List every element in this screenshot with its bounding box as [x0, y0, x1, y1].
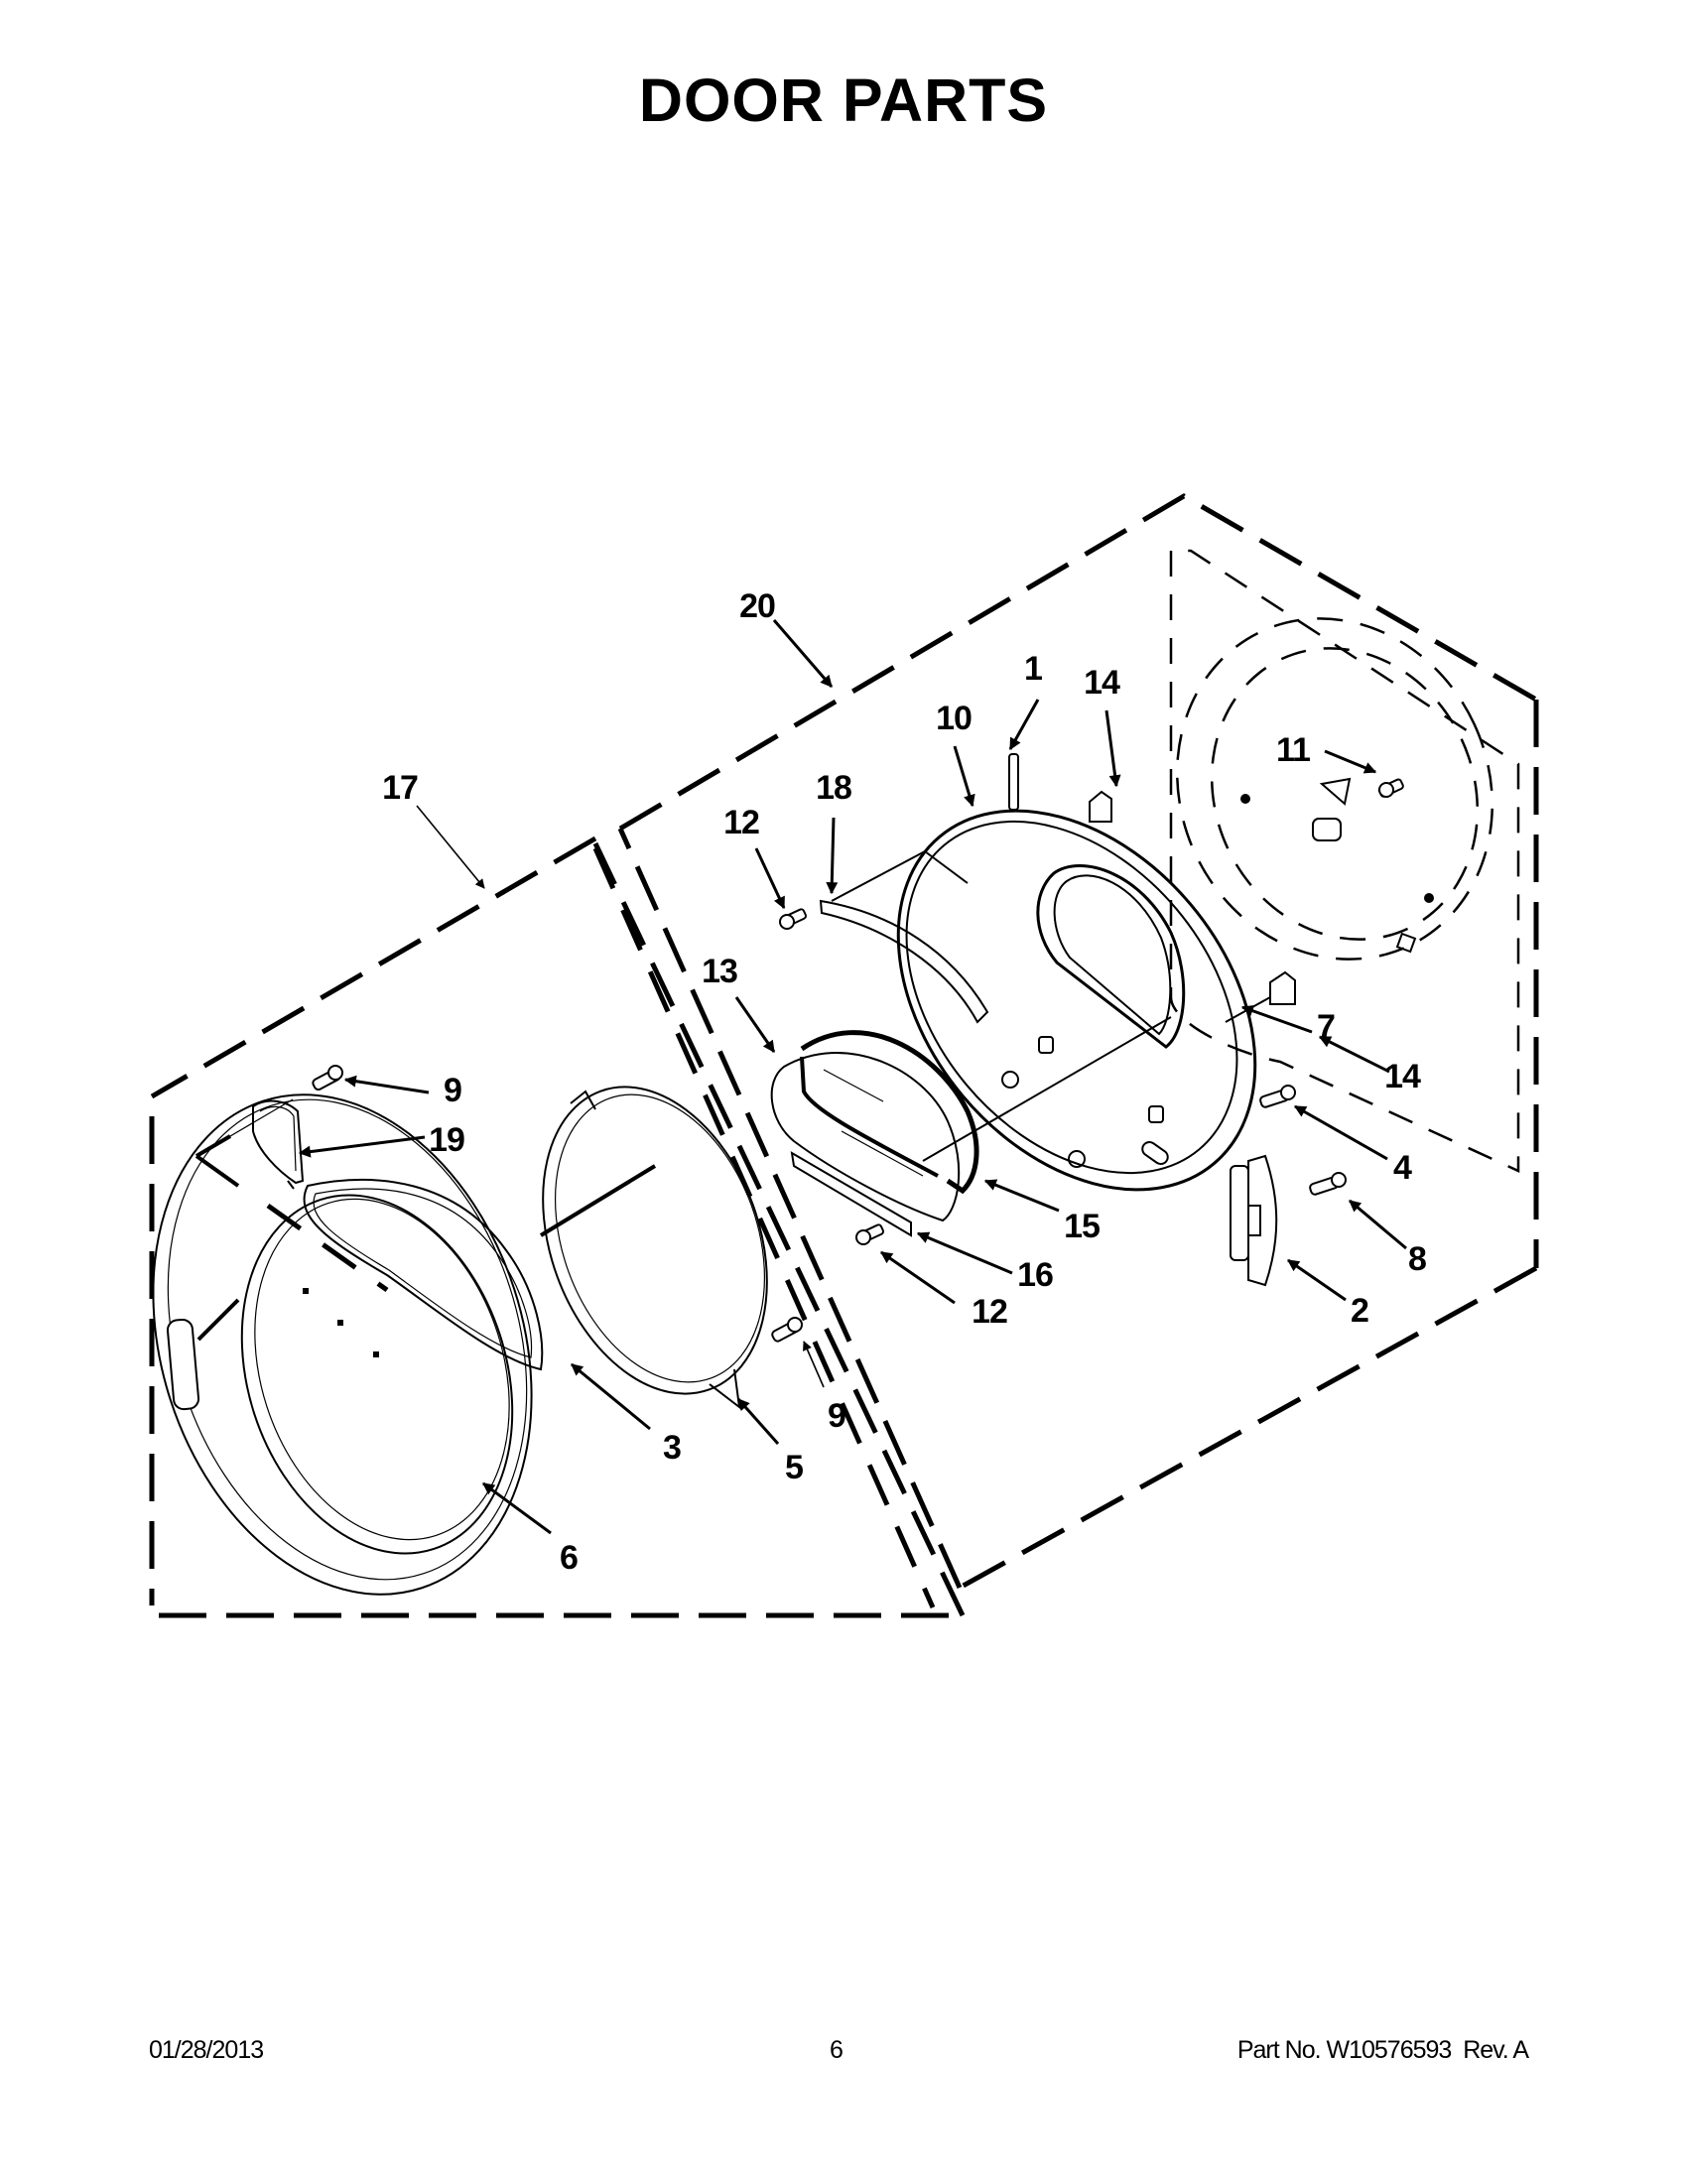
part-18-bracket	[819, 850, 989, 1024]
part-16-strip	[790, 1151, 912, 1237]
leader-arrows	[298, 619, 1407, 1535]
part-13-glass	[770, 1051, 961, 1222]
part-19-handle	[195, 1098, 305, 1190]
callout-12-upper: 12	[723, 804, 759, 841]
callout-2: 2	[1351, 1292, 1368, 1330]
callout-12-lower: 12	[972, 1293, 1007, 1331]
cabinet-front-panel	[1169, 549, 1520, 1173]
part-6-outer-door	[152, 1093, 533, 1596]
callout-11: 11	[1276, 731, 1310, 769]
footer-page-number: 6	[830, 2036, 844, 2064]
callout-3: 3	[663, 1429, 681, 1467]
screw-4	[1259, 1085, 1296, 1108]
screw-12-upper	[779, 908, 808, 930]
part-3-glass-trim	[303, 1178, 544, 1371]
callout-4: 4	[1393, 1149, 1412, 1187]
part-2-hinge	[1230, 1154, 1278, 1287]
callout-8: 8	[1408, 1240, 1426, 1278]
group-17-dashed-box	[149, 835, 966, 1618]
callout-6: 6	[560, 1539, 578, 1577]
group-20-dashed-box	[592, 493, 1539, 1609]
part-5-inner-liner	[539, 1086, 768, 1410]
callout-16: 16	[1017, 1256, 1053, 1294]
callout-7: 7	[1317, 1008, 1335, 1046]
screw-11	[1377, 778, 1404, 798]
callout-14-upper: 14	[1084, 664, 1120, 702]
screw-12-lower	[855, 1223, 885, 1245]
callout-13: 13	[702, 953, 737, 990]
part-10-door-frame	[896, 809, 1257, 1192]
callout-15: 15	[1064, 1208, 1100, 1245]
page-title: DOOR PARTS	[638, 66, 1049, 134]
screw-9-upper	[312, 1065, 343, 1092]
callout-labels: 17 20 9 19 3 5 9 6 12 18 13 10 1 14 11 7…	[382, 587, 1427, 1577]
footer-part-number: Part No. W10576593 Rev. A	[1236, 2036, 1529, 2064]
callout-19: 19	[429, 1121, 464, 1159]
callout-5: 5	[785, 1449, 803, 1486]
screw-9-lower	[771, 1317, 803, 1343]
screw-8	[1309, 1172, 1347, 1196]
part-15-seal	[800, 1030, 979, 1195]
callout-18: 18	[816, 769, 851, 807]
callout-20: 20	[739, 587, 775, 625]
callout-9-lower: 9	[828, 1397, 845, 1435]
callout-14-lower: 14	[1384, 1058, 1421, 1095]
part-1-pin	[1008, 753, 1019, 811]
part-14-receiver-upper	[1089, 790, 1112, 823]
callout-1: 1	[1024, 650, 1042, 688]
callout-9-upper: 9	[444, 1072, 461, 1109]
callout-10: 10	[936, 700, 972, 737]
footer-date: 01/28/2013	[149, 2036, 264, 2064]
callout-17: 17	[382, 769, 418, 807]
